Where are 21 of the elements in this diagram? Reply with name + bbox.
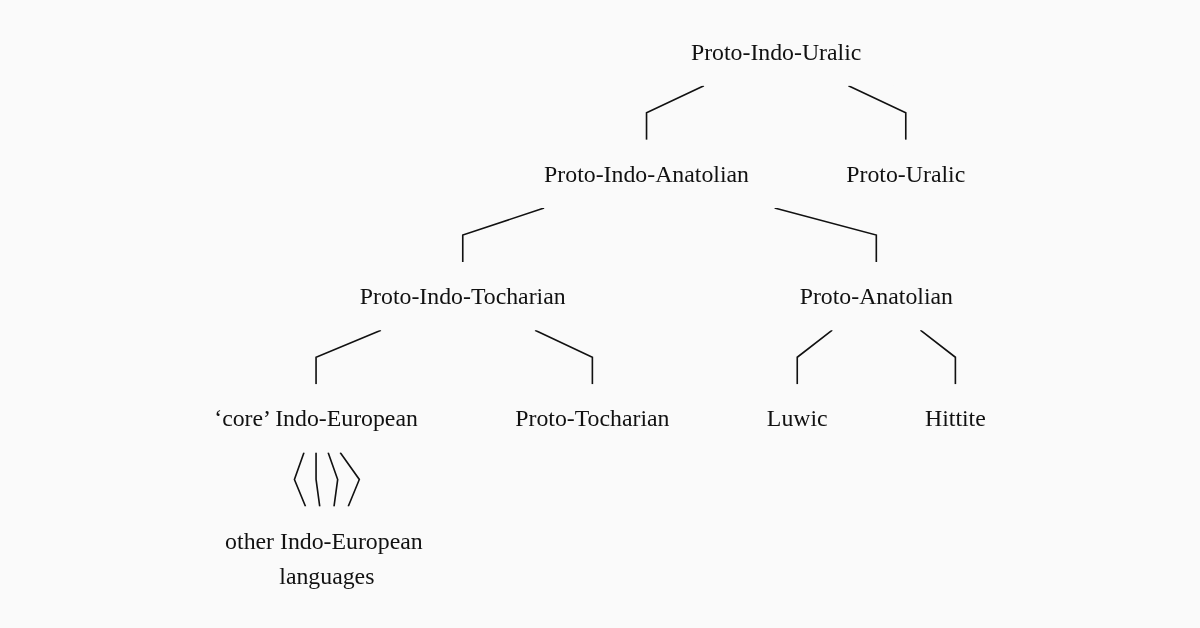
node-text: Proto-Tocharian xyxy=(515,404,670,432)
connector xyxy=(315,451,321,508)
connector xyxy=(796,329,834,386)
node-text: Proto-Indo-Anatolian xyxy=(544,160,749,188)
connector xyxy=(645,85,705,141)
connector xyxy=(327,451,339,508)
connector xyxy=(461,207,545,263)
connector xyxy=(919,329,957,386)
connector xyxy=(847,85,907,141)
connector xyxy=(773,207,878,263)
node-text: ‘core’ Indo-European xyxy=(214,404,418,432)
node-text: Proto-Indo-Tocharian xyxy=(359,282,566,310)
node-text: Proto-Indo-Uralic xyxy=(690,38,862,66)
connector xyxy=(293,451,307,508)
node-text: other Indo-European languages xyxy=(225,527,423,590)
node-text: Proto-Uralic xyxy=(846,160,966,188)
node-text: Hittite xyxy=(924,404,986,432)
node-text: Proto-Anatolian xyxy=(799,282,953,310)
connector xyxy=(315,329,382,386)
node-text: Luwic xyxy=(766,404,828,432)
connector xyxy=(534,329,594,386)
